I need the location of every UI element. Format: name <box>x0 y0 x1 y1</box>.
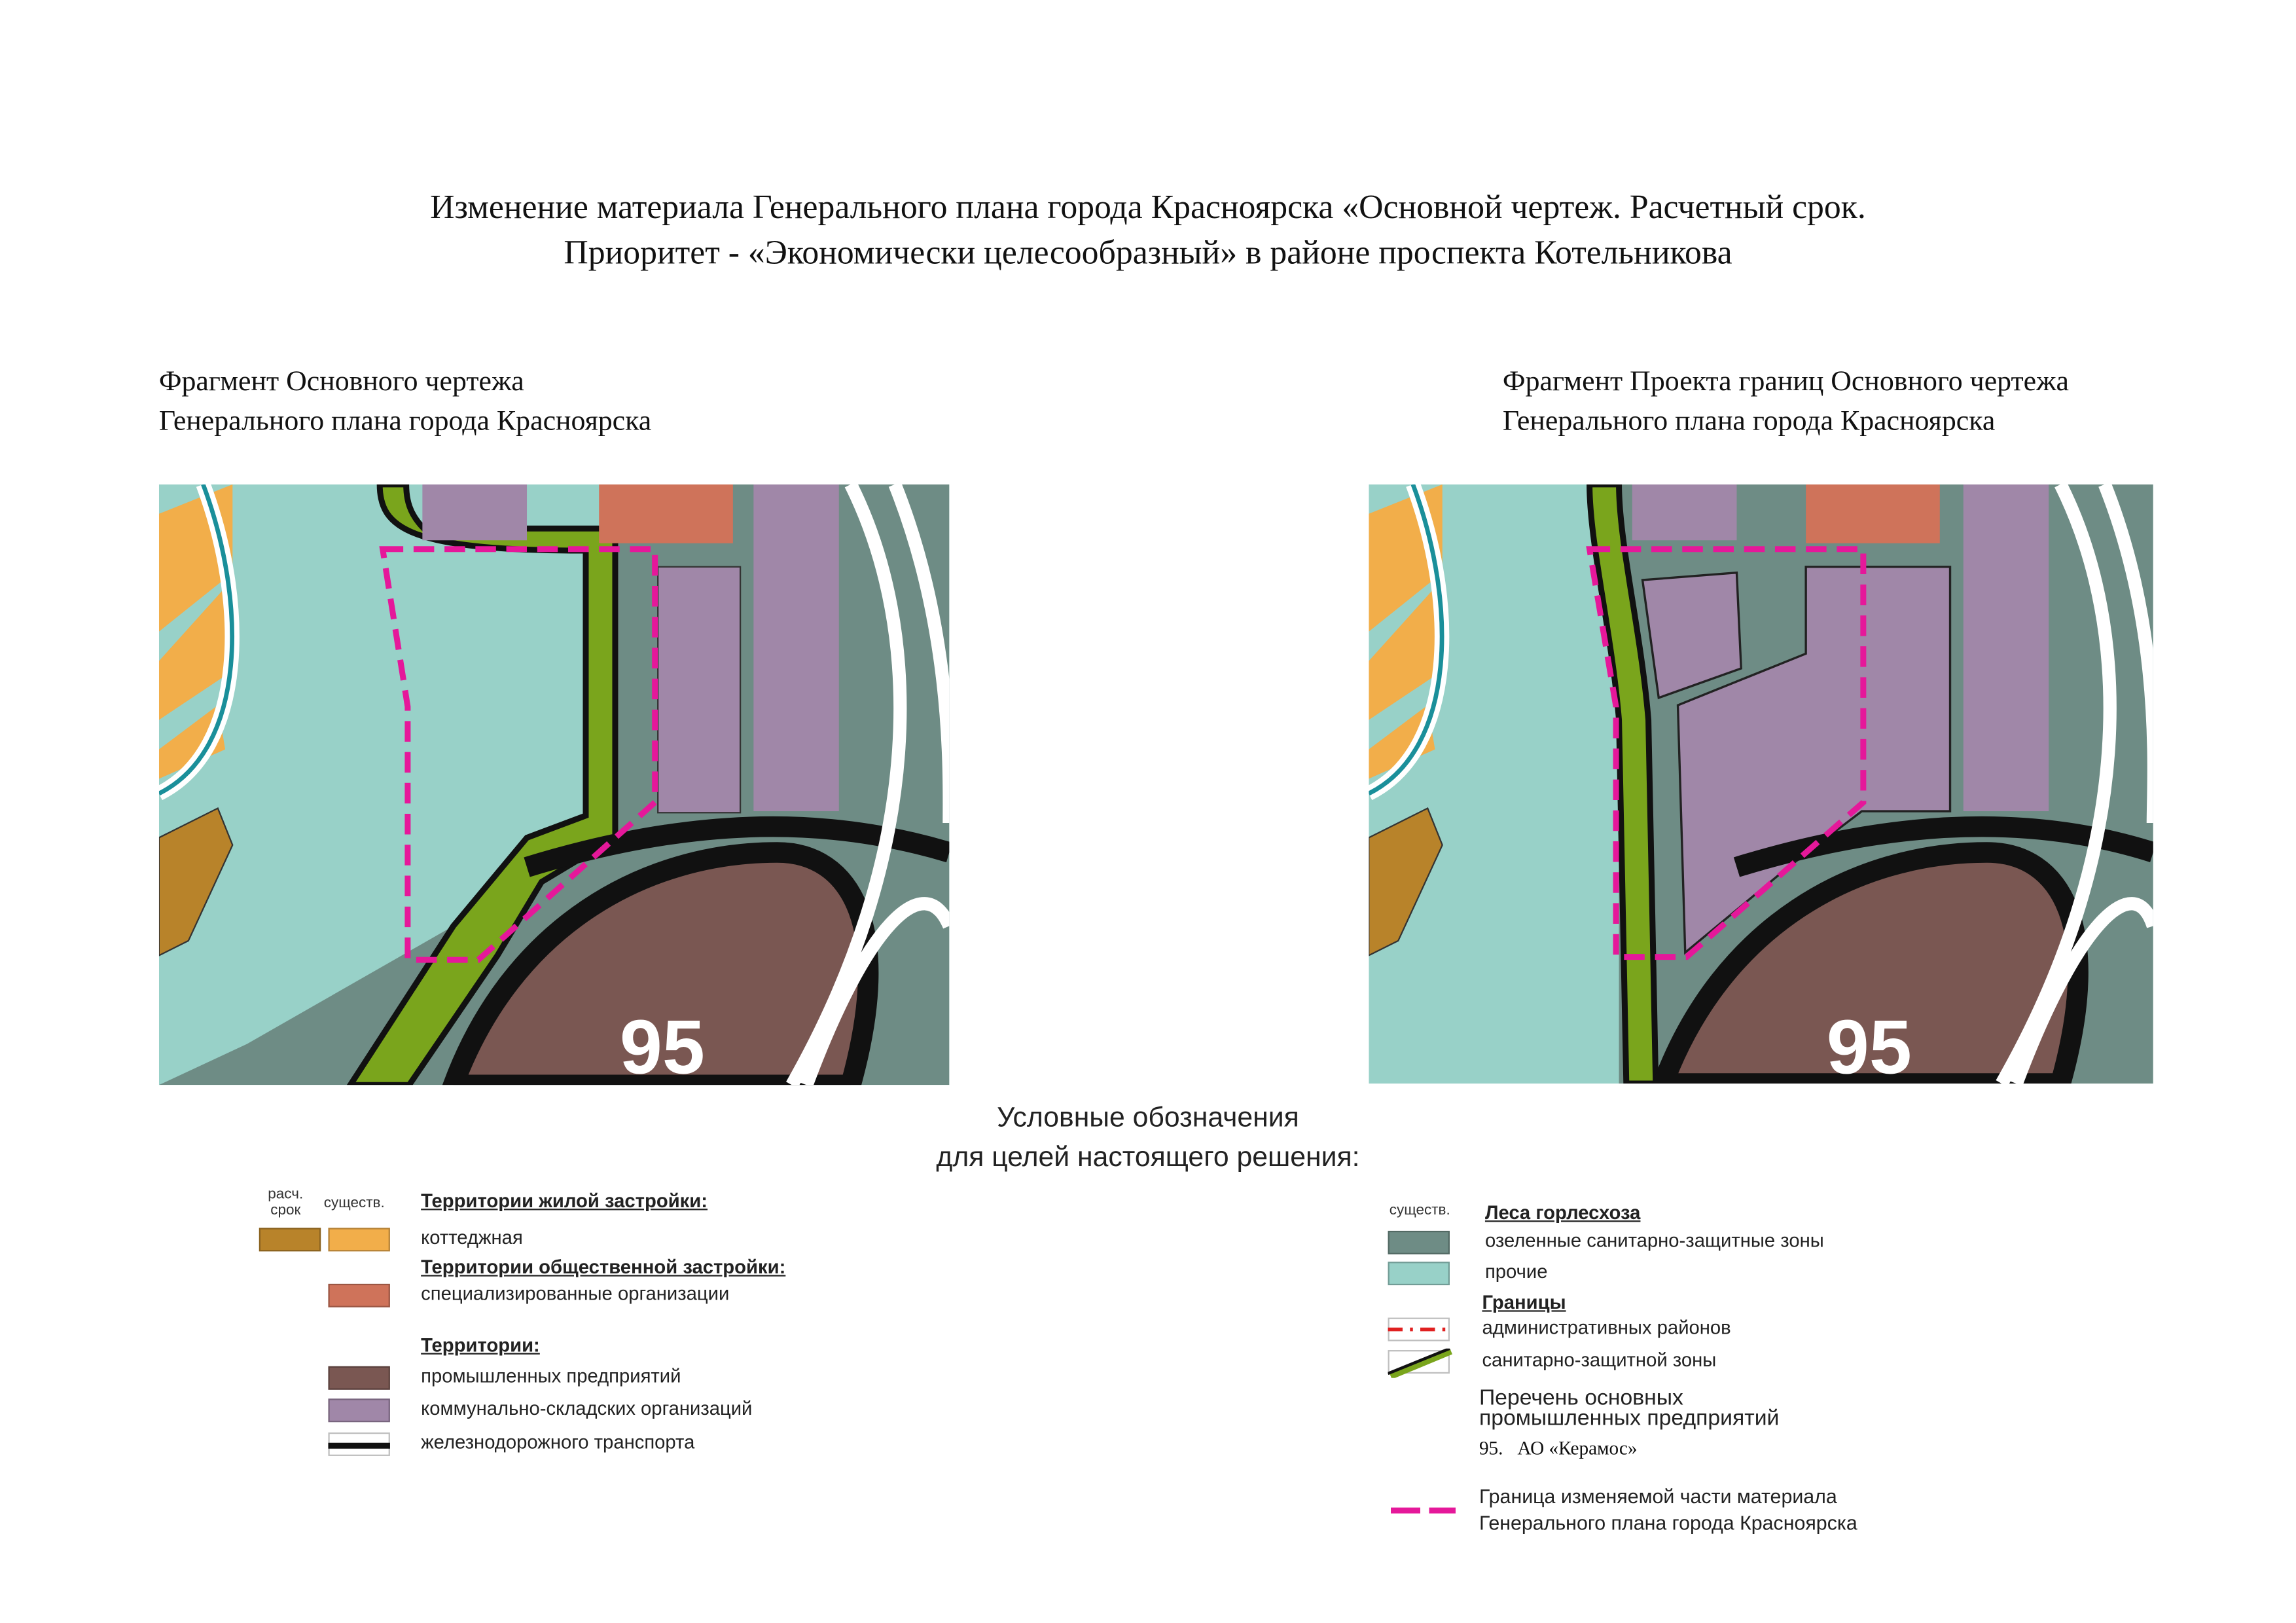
specialized-label: специализированные организации <box>421 1282 730 1305</box>
green-szz-label: озеленные санитарно-защитные зоны <box>1484 1229 1824 1252</box>
forest-heading: Леса горлесхоза <box>1484 1201 1641 1224</box>
right-caption-line2: Генерального плана города Красноярска <box>1502 406 1996 437</box>
document-title-line2: Приоритет - «Экономически целесообразный… <box>564 234 1732 271</box>
enterprises-heading: Перечень основных промышленных предприят… <box>1479 1385 1780 1431</box>
swatch-szz-border <box>1388 1348 1452 1378</box>
left-caption-line1: Фрагмент Основного чертежа <box>158 366 524 398</box>
swatch-admin-border <box>1388 1317 1450 1341</box>
public-heading: Территории общественной застройки: <box>421 1256 786 1278</box>
legend-heading-line1: Условные обозначения <box>997 1103 1299 1134</box>
change-boundary-label: Граница изменяемой части материала Генер… <box>1479 1484 1857 1537</box>
document-title-line1: Изменение материала Генерального плана г… <box>430 188 1866 226</box>
railway-label: железнодорожного транспорта <box>421 1431 695 1453</box>
swatch-green-szz <box>1388 1230 1450 1254</box>
communal-label: коммунально-складских организаций <box>421 1397 753 1419</box>
swatch-railway <box>328 1432 390 1456</box>
legend-heading-line2: для целей настоящего решения: <box>936 1142 1360 1174</box>
right-map: 95 <box>1369 484 2153 1084</box>
swatch-cottage-calc <box>259 1228 321 1252</box>
swatch-specialized <box>328 1283 390 1307</box>
swatch-communal <box>328 1398 390 1423</box>
szz-border-label: санитарно-защитной зоны <box>1482 1348 1717 1371</box>
change-boundary-line2: Генерального плана города Красноярска <box>1479 1512 1857 1535</box>
column-label-exist-right: существ. <box>1389 1203 1450 1219</box>
borders-heading: Границы <box>1482 1291 1566 1313</box>
residential-heading: Территории жилой застройки: <box>421 1189 708 1212</box>
swatch-forest-other <box>1388 1262 1450 1286</box>
right-caption-line1: Фрагмент Проекта границ Основного чертеж… <box>1502 366 2069 398</box>
right-fragment-caption: Фрагмент Проекта границ Основного чертеж… <box>1503 362 2069 441</box>
column-label-calc: расч. срок <box>268 1186 304 1219</box>
swatch-change-boundary <box>1391 1507 1456 1514</box>
change-boundary-line1: Граница изменяемой части материала <box>1479 1485 1837 1508</box>
forest-other-label: прочие <box>1484 1260 1548 1283</box>
industrial-label: промышленных предприятий <box>421 1364 681 1387</box>
enterprises-heading-line1: Перечень основных <box>1479 1385 1683 1411</box>
admin-border-label: административных районов <box>1482 1316 1731 1339</box>
cottage-label: коттеджная <box>421 1226 523 1249</box>
swatch-cottage-exist <box>328 1228 390 1252</box>
left-caption-line2: Генерального плана города Красноярска <box>158 406 652 437</box>
enterprises-heading-line2: промышленных предприятий <box>1479 1406 1780 1431</box>
left-fragment-caption: Фрагмент Основного чертежа Генерального … <box>159 362 651 441</box>
territories-heading: Территории: <box>421 1334 540 1357</box>
swatch-industrial <box>328 1366 390 1390</box>
column-label-exist: существ. <box>323 1195 385 1212</box>
enterprise-number-label: 95 <box>620 1004 705 1085</box>
left-map: 95 <box>158 484 950 1085</box>
enterprise-number-label: 95 <box>1827 1004 1912 1084</box>
enterprise-95-label: 95. АО «Керамос» <box>1479 1436 1638 1459</box>
